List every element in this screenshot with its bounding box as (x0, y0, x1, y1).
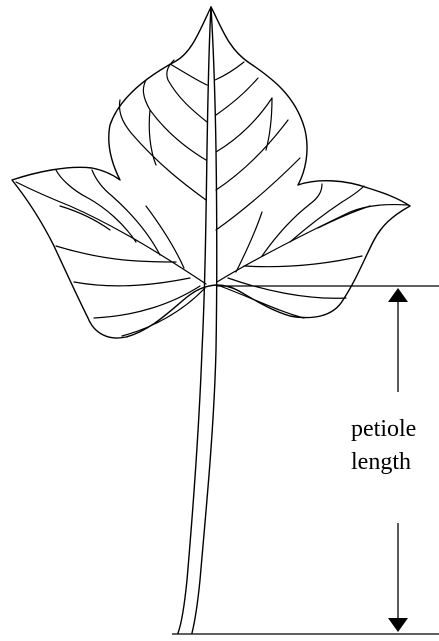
top-lobe-veins (120, 60, 301, 230)
midrib-right-edge (192, 7, 217, 633)
upper-arrowhead (388, 288, 408, 302)
right-lobe-veins (217, 184, 408, 318)
lower-arrowhead (388, 618, 408, 632)
leaf-blade (12, 7, 410, 633)
left-lobe-veins (16, 170, 206, 336)
petiole-measurement: petiole length (172, 286, 439, 634)
petiole-label-line1: petiole (351, 416, 416, 442)
petiole-label-line2: length (351, 449, 411, 475)
leaf-outline (12, 7, 410, 338)
